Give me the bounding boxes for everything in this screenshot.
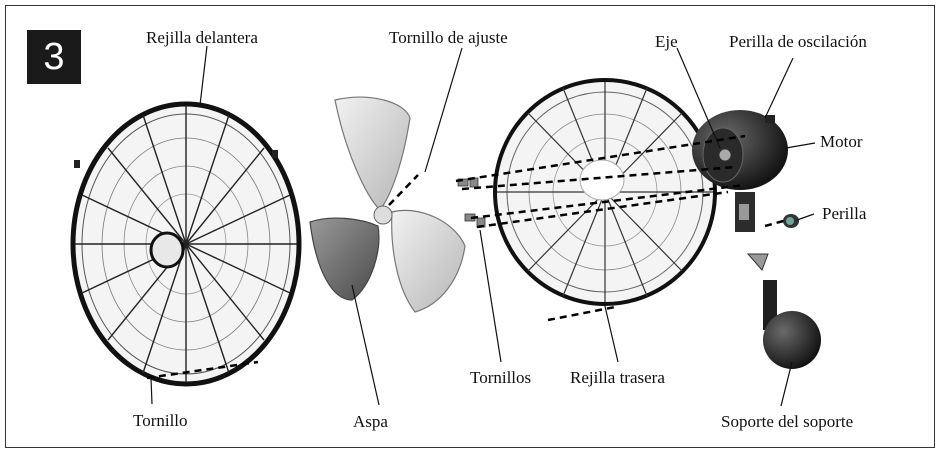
label-knob: Perilla bbox=[822, 204, 866, 224]
label-stand-support: Soporte del soporte bbox=[721, 412, 853, 432]
label-oscillation-knob: Perilla de oscilación bbox=[729, 32, 867, 52]
label-screws: Tornillos bbox=[470, 368, 531, 388]
label-rear-grill: Rejilla trasera bbox=[570, 368, 665, 388]
rear-grill bbox=[495, 80, 715, 304]
label-shaft: Eje bbox=[655, 32, 678, 52]
label-adjust-screw: Tornillo de ajuste bbox=[389, 28, 508, 48]
label-blade: Aspa bbox=[353, 412, 388, 432]
stand-support bbox=[763, 280, 821, 369]
label-front-grill: Rejilla delantera bbox=[146, 28, 258, 48]
screws bbox=[458, 178, 485, 227]
label-screw: Tornillo bbox=[133, 411, 188, 431]
assembly-arrow bbox=[748, 254, 768, 270]
knob bbox=[783, 214, 799, 228]
label-motor: Motor bbox=[820, 132, 863, 152]
fan-blade bbox=[310, 97, 465, 312]
front-grill bbox=[73, 104, 299, 384]
